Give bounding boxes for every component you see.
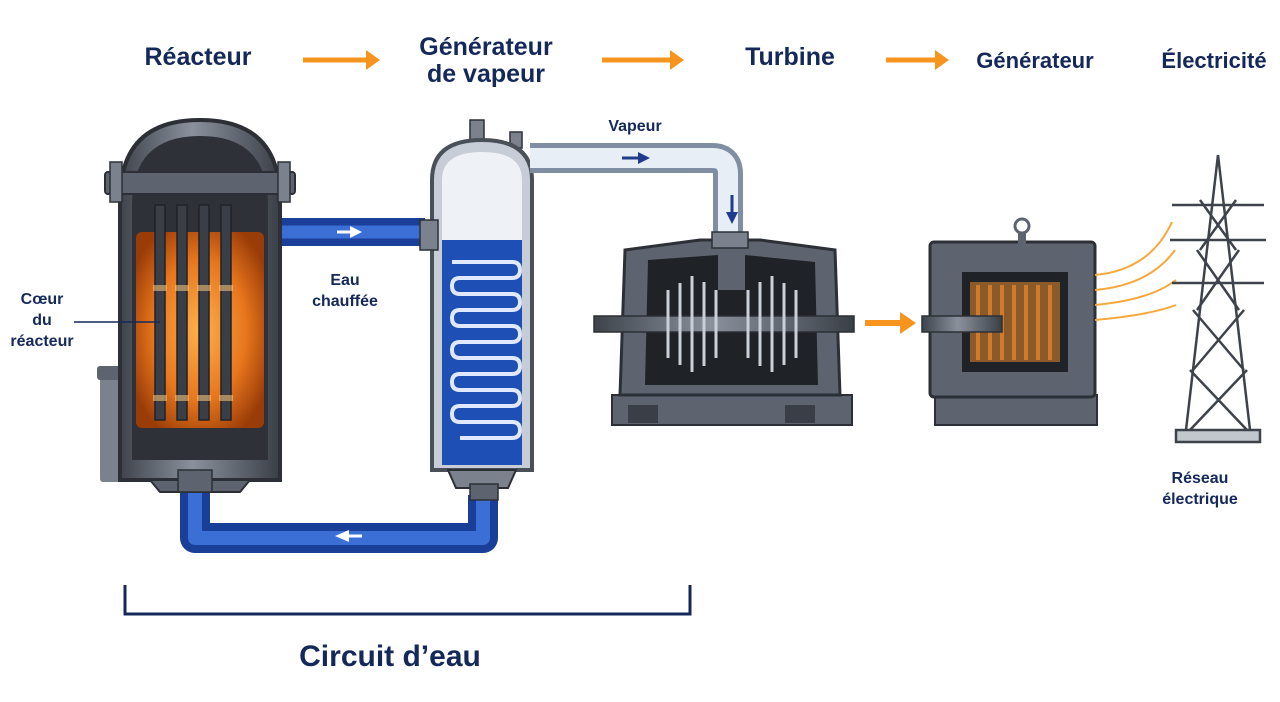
core-label: Cœur du réacteur (10, 291, 74, 350)
flow-arrow-1 (303, 50, 380, 70)
return-flow-arrow-icon (335, 530, 349, 542)
hot-flow-arrow-icon (350, 226, 362, 238)
transmission-tower (1170, 154, 1266, 444)
stage-label-generator: Générateur (976, 48, 1094, 73)
power-cables (1094, 221, 1177, 321)
stage-label-reactor: Réacteur (144, 43, 252, 71)
stage-label-electricity: Électricité (1161, 48, 1267, 73)
stage-label-steam-generator: Générateur de vapeur (419, 33, 553, 88)
flow-arrow-3 (886, 50, 949, 70)
stage-label-turbine: Turbine (745, 43, 835, 71)
cold-water-return-pipe (180, 485, 498, 553)
electric-generator (921, 217, 1098, 426)
flow-arrow-2 (602, 50, 684, 70)
steam-flow-arrow-icon (638, 152, 650, 164)
circuit-bracket (123, 585, 692, 616)
steam-generator (419, 119, 534, 501)
steam-down-arrow-icon (726, 212, 738, 224)
heated-water-label: Eau chauffée (312, 272, 378, 310)
grid-label: Réseau électrique (1162, 470, 1238, 508)
shaft-arrow (865, 312, 916, 334)
steam-pipe (530, 143, 743, 235)
reactor-vessel (97, 117, 296, 493)
steam-label: Vapeur (608, 118, 662, 135)
circuit-label: Circuit d’eau (299, 640, 481, 673)
steam-turbine (593, 231, 855, 426)
